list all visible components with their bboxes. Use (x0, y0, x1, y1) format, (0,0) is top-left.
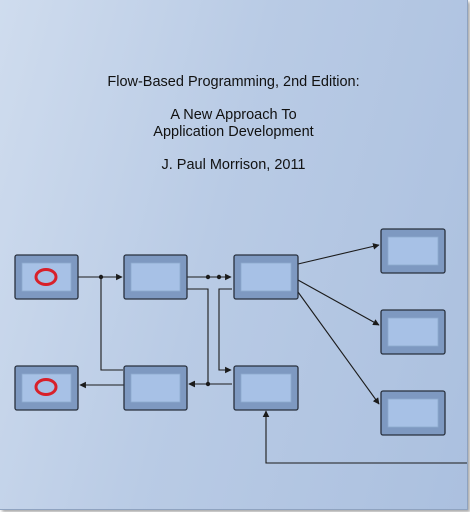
arrow-h-e (262, 410, 467, 464)
process-c (233, 254, 299, 300)
junction-dot (98, 274, 104, 280)
title-block: Flow-Based Programming, 2nd Edition: A N… (0, 74, 467, 174)
process-h (380, 390, 446, 436)
process-b (123, 254, 188, 300)
connections (78, 243, 467, 464)
process-f (380, 228, 446, 274)
process-output (14, 365, 79, 411)
process-input (14, 254, 79, 300)
book-title: Flow-Based Programming, 2nd Edition: (107, 74, 360, 90)
arrow-b-d (187, 288, 209, 388)
process-d (123, 365, 188, 411)
arrow-c-g (297, 279, 380, 326)
ring-icon (34, 378, 58, 396)
arrow-c-h (297, 291, 380, 405)
junction-dot (205, 274, 211, 280)
junction-dot (216, 274, 222, 280)
process-g (380, 309, 446, 355)
book-subtitle-line1: A New Approach To (170, 107, 297, 123)
arrow-c-f (297, 243, 380, 265)
arrow-c-e (218, 288, 232, 374)
author-line: J. Paul Morrison, 2011 (161, 157, 306, 173)
junction-dot (205, 381, 211, 387)
ring-icon (34, 268, 58, 286)
book-subtitle-line2: Application Development (153, 124, 314, 140)
process-e (233, 365, 299, 411)
line-d-feedback (100, 277, 123, 371)
